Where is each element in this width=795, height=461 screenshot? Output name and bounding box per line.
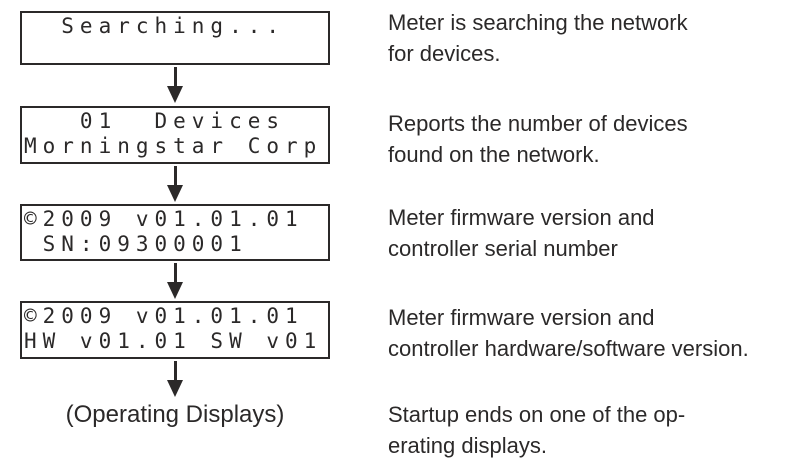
description-searching: Meter is searching the network for devic… (388, 10, 688, 66)
arrow-stem (173, 361, 177, 380)
flow-arrow-icon (167, 263, 183, 299)
description-hw-sw-version: Meter firmware version and controller ha… (388, 305, 749, 361)
description-serial-number: Meter firmware version and controller se… (388, 205, 655, 261)
flow-arrow-icon (167, 361, 183, 397)
arrow-head (167, 86, 183, 103)
lcd-line-1: ©2009 v01.01.01 (24, 304, 304, 328)
arrow-head (167, 185, 183, 202)
lcd-line-2: Morningstar Corp (24, 134, 323, 158)
flow-arrow-icon (167, 67, 183, 103)
arrow-head (167, 380, 183, 397)
arrow-stem (173, 67, 177, 86)
arrow-head (167, 282, 183, 299)
description-devices: Reports the number of devices found on t… (388, 111, 688, 167)
description-operating-displays: Startup ends on one of the op- erating d… (388, 402, 686, 458)
operating-displays-label: (Operating Displays) (65, 401, 285, 428)
lcd-line-1: 01 Devices (24, 109, 286, 133)
lcd-screen-searching: Searching... (20, 11, 330, 65)
flow-arrow-icon (167, 166, 183, 202)
lcd-line-2: SN:09300001 (24, 232, 248, 256)
lcd-line-1: Searching... (24, 14, 286, 38)
arrow-stem (173, 263, 177, 282)
lcd-line-2: HW v01.01 SW v01 (24, 329, 323, 353)
lcd-line-1: ©2009 v01.01.01 (24, 207, 304, 231)
lcd-screen-devices: 01 Devices Morningstar Corp (20, 106, 330, 164)
lcd-screen-hw-sw-version: ©2009 v01.01.01 HW v01.01 SW v01 (20, 301, 330, 359)
arrow-stem (173, 166, 177, 185)
lcd-screen-serial-number: ©2009 v01.01.01 SN:09300001 (20, 204, 330, 261)
